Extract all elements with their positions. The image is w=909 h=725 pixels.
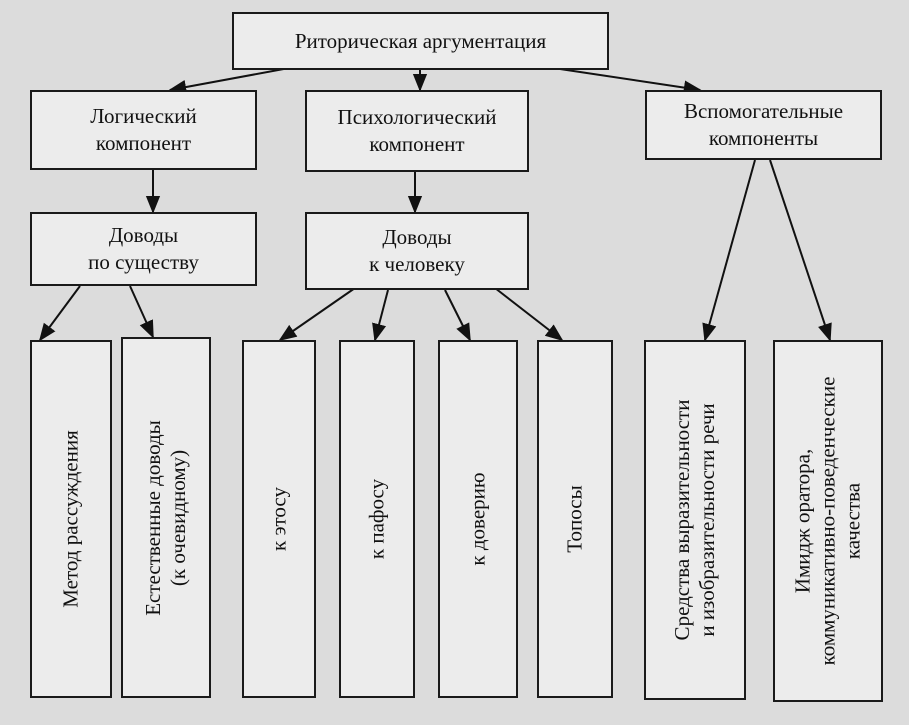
arrow-to-topoi — [494, 287, 564, 342]
node-auxiliary-components: Вспомогательные компоненты — [645, 90, 882, 160]
title-node: Риторическая аргументация — [232, 12, 609, 70]
title-text: Риторическая аргументация — [294, 28, 547, 53]
arrow-to-expressive — [702, 159, 756, 342]
leaf-text-line: Средства выразительности — [670, 399, 694, 641]
leaf-to-trust: к доверию — [438, 340, 518, 698]
arrow-to-pathos — [372, 289, 389, 342]
leaf-text-line: (к очевидному) — [166, 449, 190, 586]
leaf-text-line: качества — [840, 482, 865, 560]
node-text-line: компонент — [369, 132, 465, 156]
node-logical-component: Логический компонент — [30, 90, 257, 170]
node-text-line: Вспомогательные — [683, 99, 844, 123]
node-text-line: Психологический — [337, 105, 497, 129]
node-text-line: по существу — [88, 250, 199, 274]
leaf-to-pathos: к пафосу — [339, 340, 415, 698]
arrow-title-to-auxiliary — [539, 65, 702, 95]
leaf-text-line: Имидж оратора, — [790, 448, 815, 594]
node-text-line: Доводы — [382, 225, 452, 249]
node-arguments-on-merit: Доводы по существу — [30, 212, 257, 286]
leaf-text-line: Топосы — [562, 485, 587, 553]
leaf-text-line: к доверию — [465, 472, 490, 566]
arrow-to-ethos — [278, 287, 356, 342]
node-psychological-component: Психологический компонент — [305, 90, 529, 172]
leaf-orator-image: Имидж оратора,коммуникативно-поведенческ… — [773, 340, 883, 702]
leaf-text-line: к пафосу — [364, 478, 389, 560]
arrow-to-image — [769, 159, 832, 342]
arrow-title-to-logical — [168, 65, 301, 95]
leaf-text-line: Естественные доводы — [141, 419, 165, 616]
leaf-natural-arguments: Естественные доводы(к очевидному) — [121, 337, 211, 698]
leaf-method-of-reasoning: Метод рассуждения — [30, 340, 112, 698]
leaf-to-ethos: к этосу — [242, 340, 316, 698]
node-arguments-to-person: Доводы к человеку — [305, 212, 529, 290]
arrow-to-method — [38, 285, 81, 342]
arrow-to-trust — [444, 289, 471, 342]
leaf-text-line: и изобразительности речи — [695, 403, 719, 637]
leaf-text-line: коммуникативно-поведенческие — [815, 376, 840, 666]
leaf-topoi: Топосы — [537, 340, 613, 698]
leaf-text-line: Метод рассуждения — [58, 430, 83, 608]
node-text-line: компоненты — [708, 126, 819, 150]
leaf-text-line: к этосу — [266, 487, 291, 551]
arrow-to-natural — [129, 285, 154, 339]
node-text-line: Доводы — [108, 223, 179, 247]
node-text-line: к человеку — [369, 252, 465, 276]
node-text-line: компонент — [95, 131, 192, 155]
node-text-line: Логический — [90, 104, 197, 128]
